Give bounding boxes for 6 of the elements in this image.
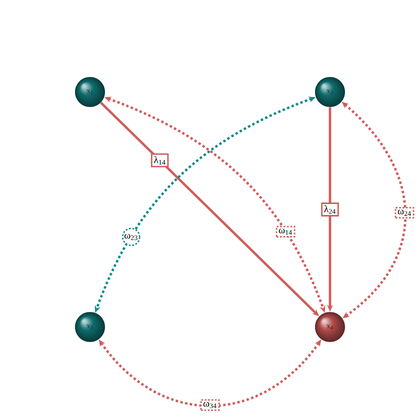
edge-label: ω$_{14}$ — [276, 226, 296, 238]
edge-label: ω$_{24}$ — [394, 206, 414, 219]
edge-label: ω$_{23}$ — [122, 228, 140, 246]
edge-label: λ$_{14}$ — [150, 153, 169, 168]
edge-label: λ$_{24}$ — [321, 202, 339, 216]
edge-label: ω$_{34}$ — [200, 399, 220, 411]
